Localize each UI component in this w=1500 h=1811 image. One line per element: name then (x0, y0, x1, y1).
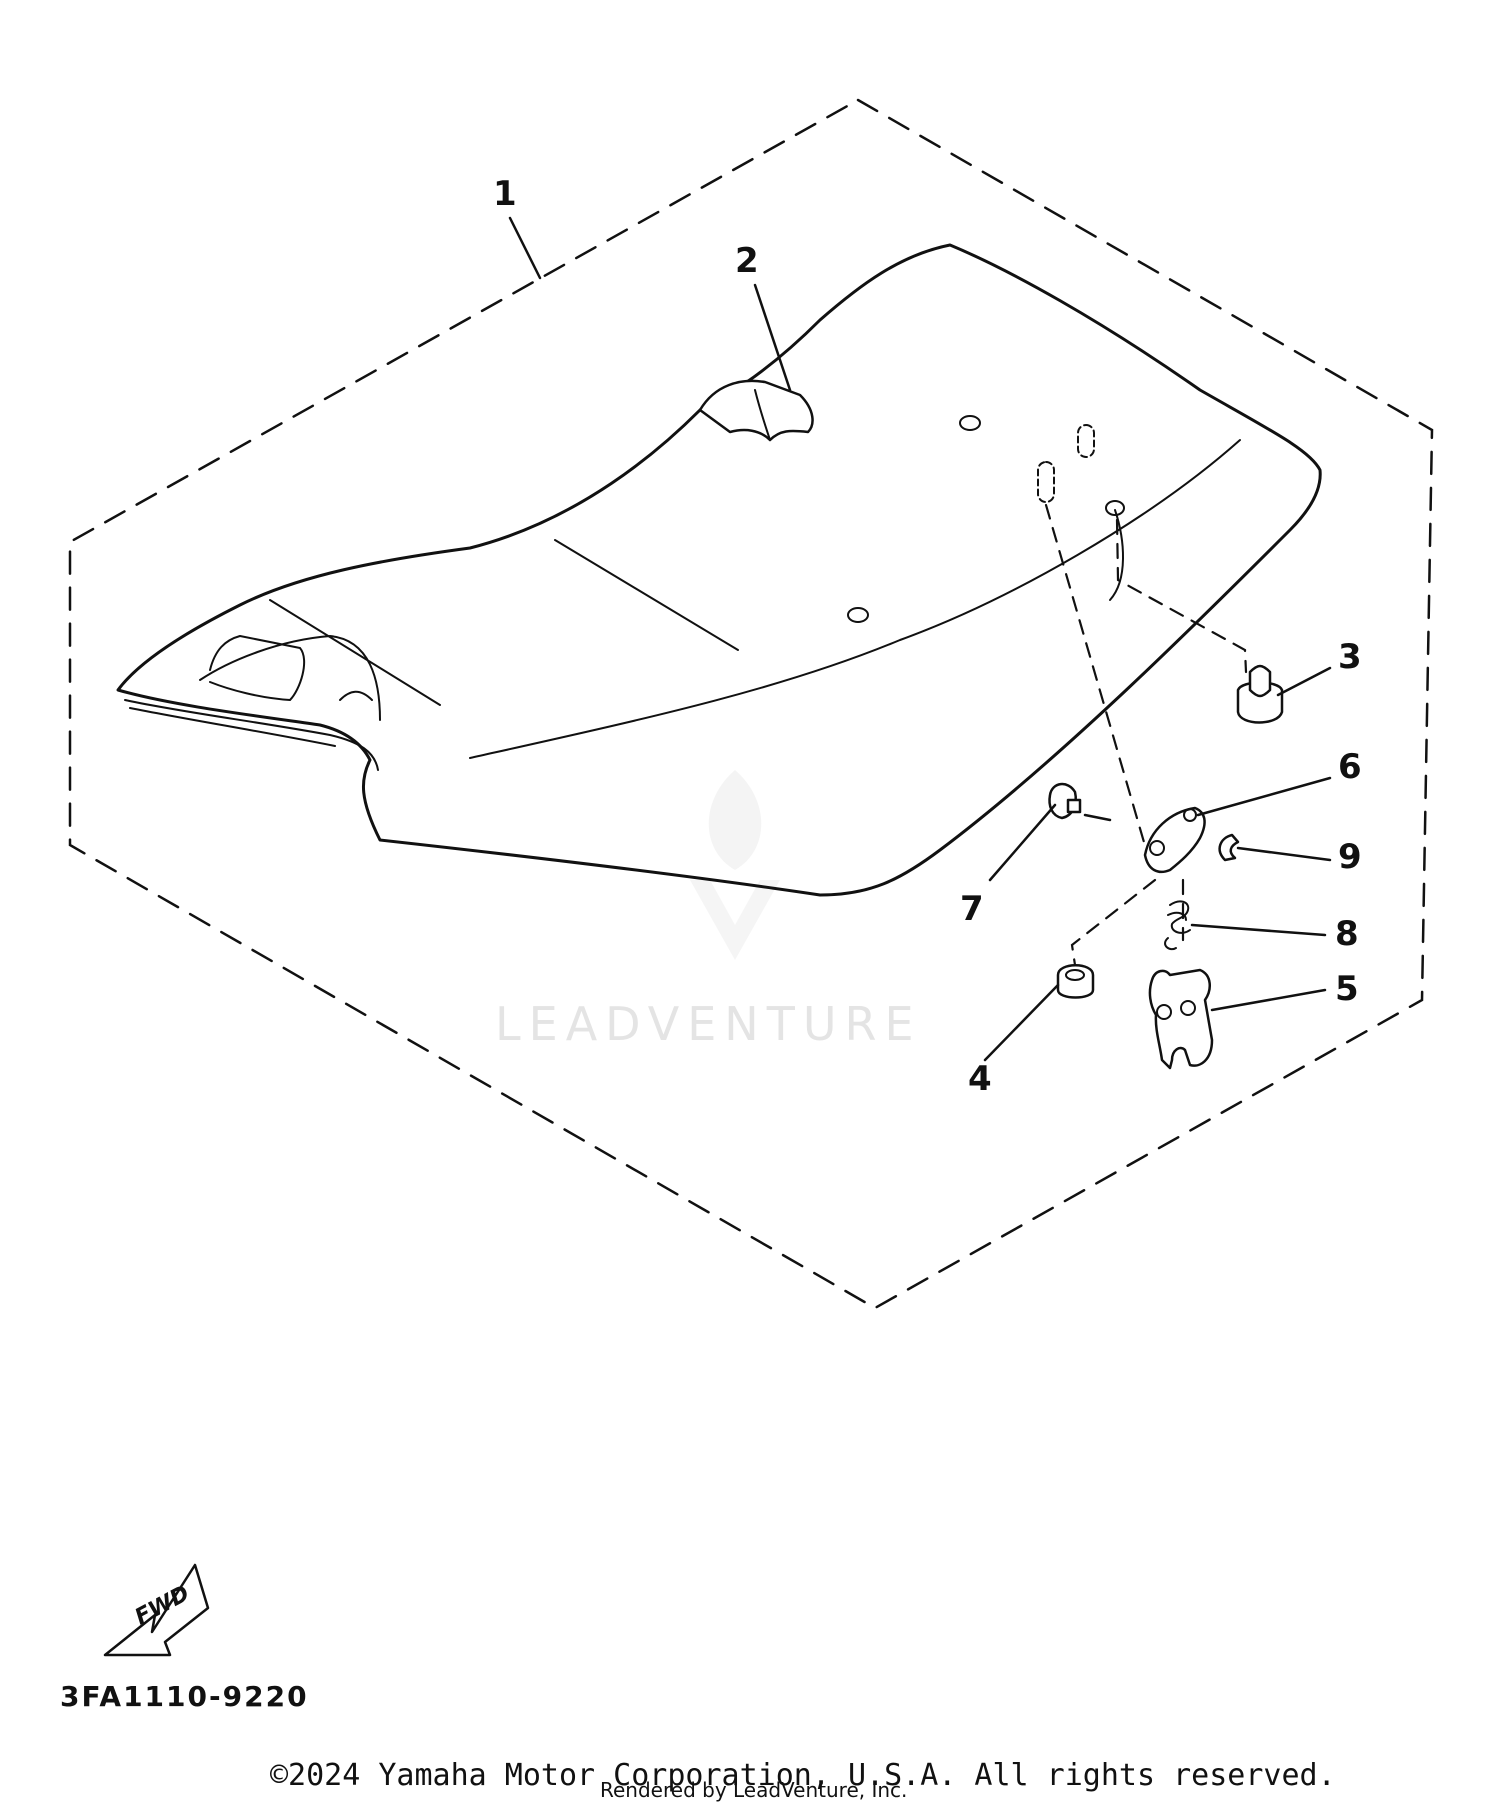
rendered-by-notice: Rendered by LeadVenture, Inc. (600, 1778, 908, 1802)
callout-3: 3 (1338, 637, 1362, 677)
callouts: 1 2 3 6 7 9 8 5 4 (493, 174, 1362, 1099)
leader-lines (508, 216, 1332, 1062)
part-6-hook-plate (1143, 806, 1206, 874)
callout-9: 9 (1338, 837, 1362, 877)
callout-1: 1 (493, 174, 517, 214)
part-9-clip (1218, 833, 1240, 862)
callout-2: 2 (735, 241, 759, 281)
part-4-grommet (1056, 964, 1095, 999)
leadventure-logo-icon (690, 770, 780, 960)
copyright-notice: ©2024 Yamaha Motor Corporation, U.S.A. A… (270, 1758, 1336, 1793)
callout-6: 6 (1338, 747, 1362, 787)
assembly-boundary (68, 98, 1434, 1310)
callout-4: 4 (968, 1059, 992, 1099)
callout-5: 5 (1335, 969, 1359, 1009)
watermark-text: LEADVENTURE (495, 997, 922, 1051)
diagram-code: 3FA1110-9220 (60, 1680, 309, 1713)
fwd-arrow-icon: FWD (103, 1563, 210, 1657)
callout-8: 8 (1335, 914, 1359, 954)
part-7-bolt (1048, 782, 1082, 820)
part-8-spring (1164, 900, 1191, 951)
watermark: LEADVENTURE (495, 770, 922, 1051)
hardware-parts (1048, 664, 1284, 1070)
part-3-damper (1236, 664, 1284, 724)
callout-7: 7 (960, 889, 984, 929)
installation-lines (1044, 503, 1248, 967)
seat-assembly (116, 243, 1322, 897)
part-5-latch (1148, 968, 1214, 1070)
